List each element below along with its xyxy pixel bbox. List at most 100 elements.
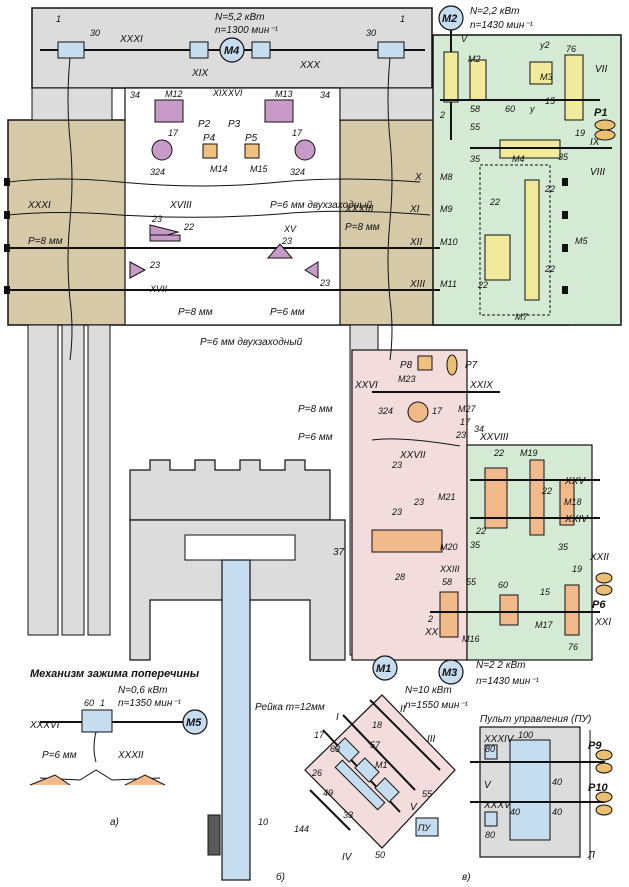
diagram-shape: [309, 789, 351, 831]
column-left-3: [87, 324, 111, 636]
panel-title: Пульт управления (ПУ): [480, 714, 591, 725]
diagram-label: M3: [540, 72, 553, 82]
diagram-shape: [67, 57, 73, 361]
diagram-label: N=2 2 кВт: [476, 660, 525, 671]
diagram-label: XXIX: [469, 380, 493, 391]
diagram-label: IX: [590, 137, 600, 148]
diagram-shape: [562, 211, 568, 219]
motor-m4-power: N=5,2 кВт: [215, 12, 264, 23]
brake-p7: [446, 354, 458, 376]
diagram-shape: [184, 534, 296, 561]
diagram-label: 63: [330, 744, 340, 754]
diagram-shape: [564, 54, 584, 121]
diagram-shape: [57, 41, 85, 59]
right-gearbox-content: M2 N=2,2 кВт n=1430 мин⁻¹ V VII IX VIII …: [344, 5, 616, 322]
diagram-shape: [529, 61, 553, 85]
diagram-label: P=6 мм двухзаходный: [200, 337, 303, 348]
diagram-shape: [374, 777, 400, 803]
diagram-shape: [207, 814, 221, 856]
diagram-label: 49: [323, 788, 333, 798]
diagram-label: 22: [475, 526, 486, 536]
diagram-shape: [189, 41, 209, 59]
column-left-2: [61, 324, 85, 636]
diagram-label: P3: [228, 119, 241, 130]
diagram-label: 2: [439, 110, 445, 120]
worm-wheel-right: [294, 139, 316, 161]
diagram-shape: [4, 211, 10, 219]
column-left-1: [27, 324, 59, 636]
diagram-label: XXVIII: [479, 432, 509, 443]
diagram-label: в): [462, 872, 471, 883]
diagram-shape: [484, 811, 498, 827]
diagram-label: N=10 кВт: [405, 685, 452, 696]
diagram-label: б): [276, 871, 285, 883]
diagram-label: M12: [165, 89, 183, 99]
diagram-label: 17: [314, 730, 325, 740]
diagram-shape: [499, 594, 519, 626]
diagram-label: 324: [290, 167, 305, 177]
diagram-label: 23: [149, 260, 160, 270]
diagram-label: 19: [575, 128, 585, 138]
diagram-label: XXXIII: [344, 204, 374, 215]
diagram-label: 15: [545, 96, 556, 106]
diagram-label: M9: [440, 204, 453, 214]
m4-drive: M4 N=5,2 кВт n=1300 мин⁻¹ XXXI XIX XXX 1…: [40, 12, 425, 361]
diagram-label: V: [461, 34, 468, 44]
diagram-label: 22: [493, 448, 504, 458]
diagram-shape: [339, 87, 436, 121]
diagram-label: VII: [595, 64, 607, 75]
diagram-label: XXIII: [439, 564, 460, 574]
diagram-label: 10: [258, 817, 268, 827]
diagram-label: 50: [375, 850, 385, 860]
diagram-label: 55: [470, 122, 481, 132]
diagram-label: XXII: [589, 552, 609, 563]
clamp-title: Механизм зажима поперечины: [30, 668, 200, 680]
center-panel: [124, 87, 341, 326]
diagram-shape: [7, 210, 431, 218]
diagram-label: XIX: [212, 88, 229, 98]
diagram-label: M8: [440, 172, 453, 182]
diagram-label: XVII: [149, 284, 168, 294]
diagram-label: P9: [588, 740, 602, 752]
diagram-label: 80: [485, 744, 495, 754]
diagram-label: 57: [370, 740, 381, 750]
diagram-label: V: [410, 802, 418, 813]
diagram-label: а): [110, 817, 119, 828]
diagram-label: M5: [575, 236, 588, 246]
diagram-shape: [93, 731, 97, 763]
diagram-label: 17: [460, 417, 471, 427]
table-num: 37: [333, 547, 345, 558]
diagram-label: 76: [566, 44, 576, 54]
diagram-label: 17: [168, 128, 179, 138]
diagram-label: VIII: [590, 167, 605, 178]
diagram-label: 58: [442, 577, 452, 587]
diagram-shape: [439, 591, 459, 638]
diagram-label: 23: [391, 460, 402, 470]
diagram-shape: [4, 178, 10, 186]
diagram-label: M19: [520, 448, 538, 458]
diagram-label: 22: [477, 280, 488, 290]
diagram-label: n=1350 мин⁻¹: [118, 698, 182, 709]
diagram-label: 35: [470, 154, 481, 164]
feed-box-content: P8 P7 XXVI XXIX M23 M27 324 17 17 34 P=8…: [298, 354, 613, 687]
diagram-label: P=6 мм: [298, 432, 333, 443]
diagram-shape: [595, 762, 613, 774]
diagram-label: 33: [343, 810, 353, 820]
diagram-label: n=1430 мин⁻¹: [470, 20, 534, 31]
diagram-shape: [595, 804, 613, 816]
diagram-label: V: [484, 780, 492, 791]
diagram-shape: [334, 737, 360, 763]
diagram-label: 76: [568, 642, 578, 652]
diagram-shape: [31, 87, 113, 121]
diagram-shape: [407, 401, 429, 423]
diagram-shape: [377, 41, 405, 59]
diagram-shape: [29, 774, 71, 786]
diagram-label: 144: [294, 824, 309, 834]
diagram-label: Л: [587, 850, 595, 861]
diagram-shape: [124, 774, 166, 786]
diagram-shape: [529, 459, 545, 536]
diagram-label: P=8 мм: [345, 222, 380, 233]
rack-label: Рейка m=12мм: [255, 702, 325, 713]
worm-wheel-left: [151, 139, 173, 161]
